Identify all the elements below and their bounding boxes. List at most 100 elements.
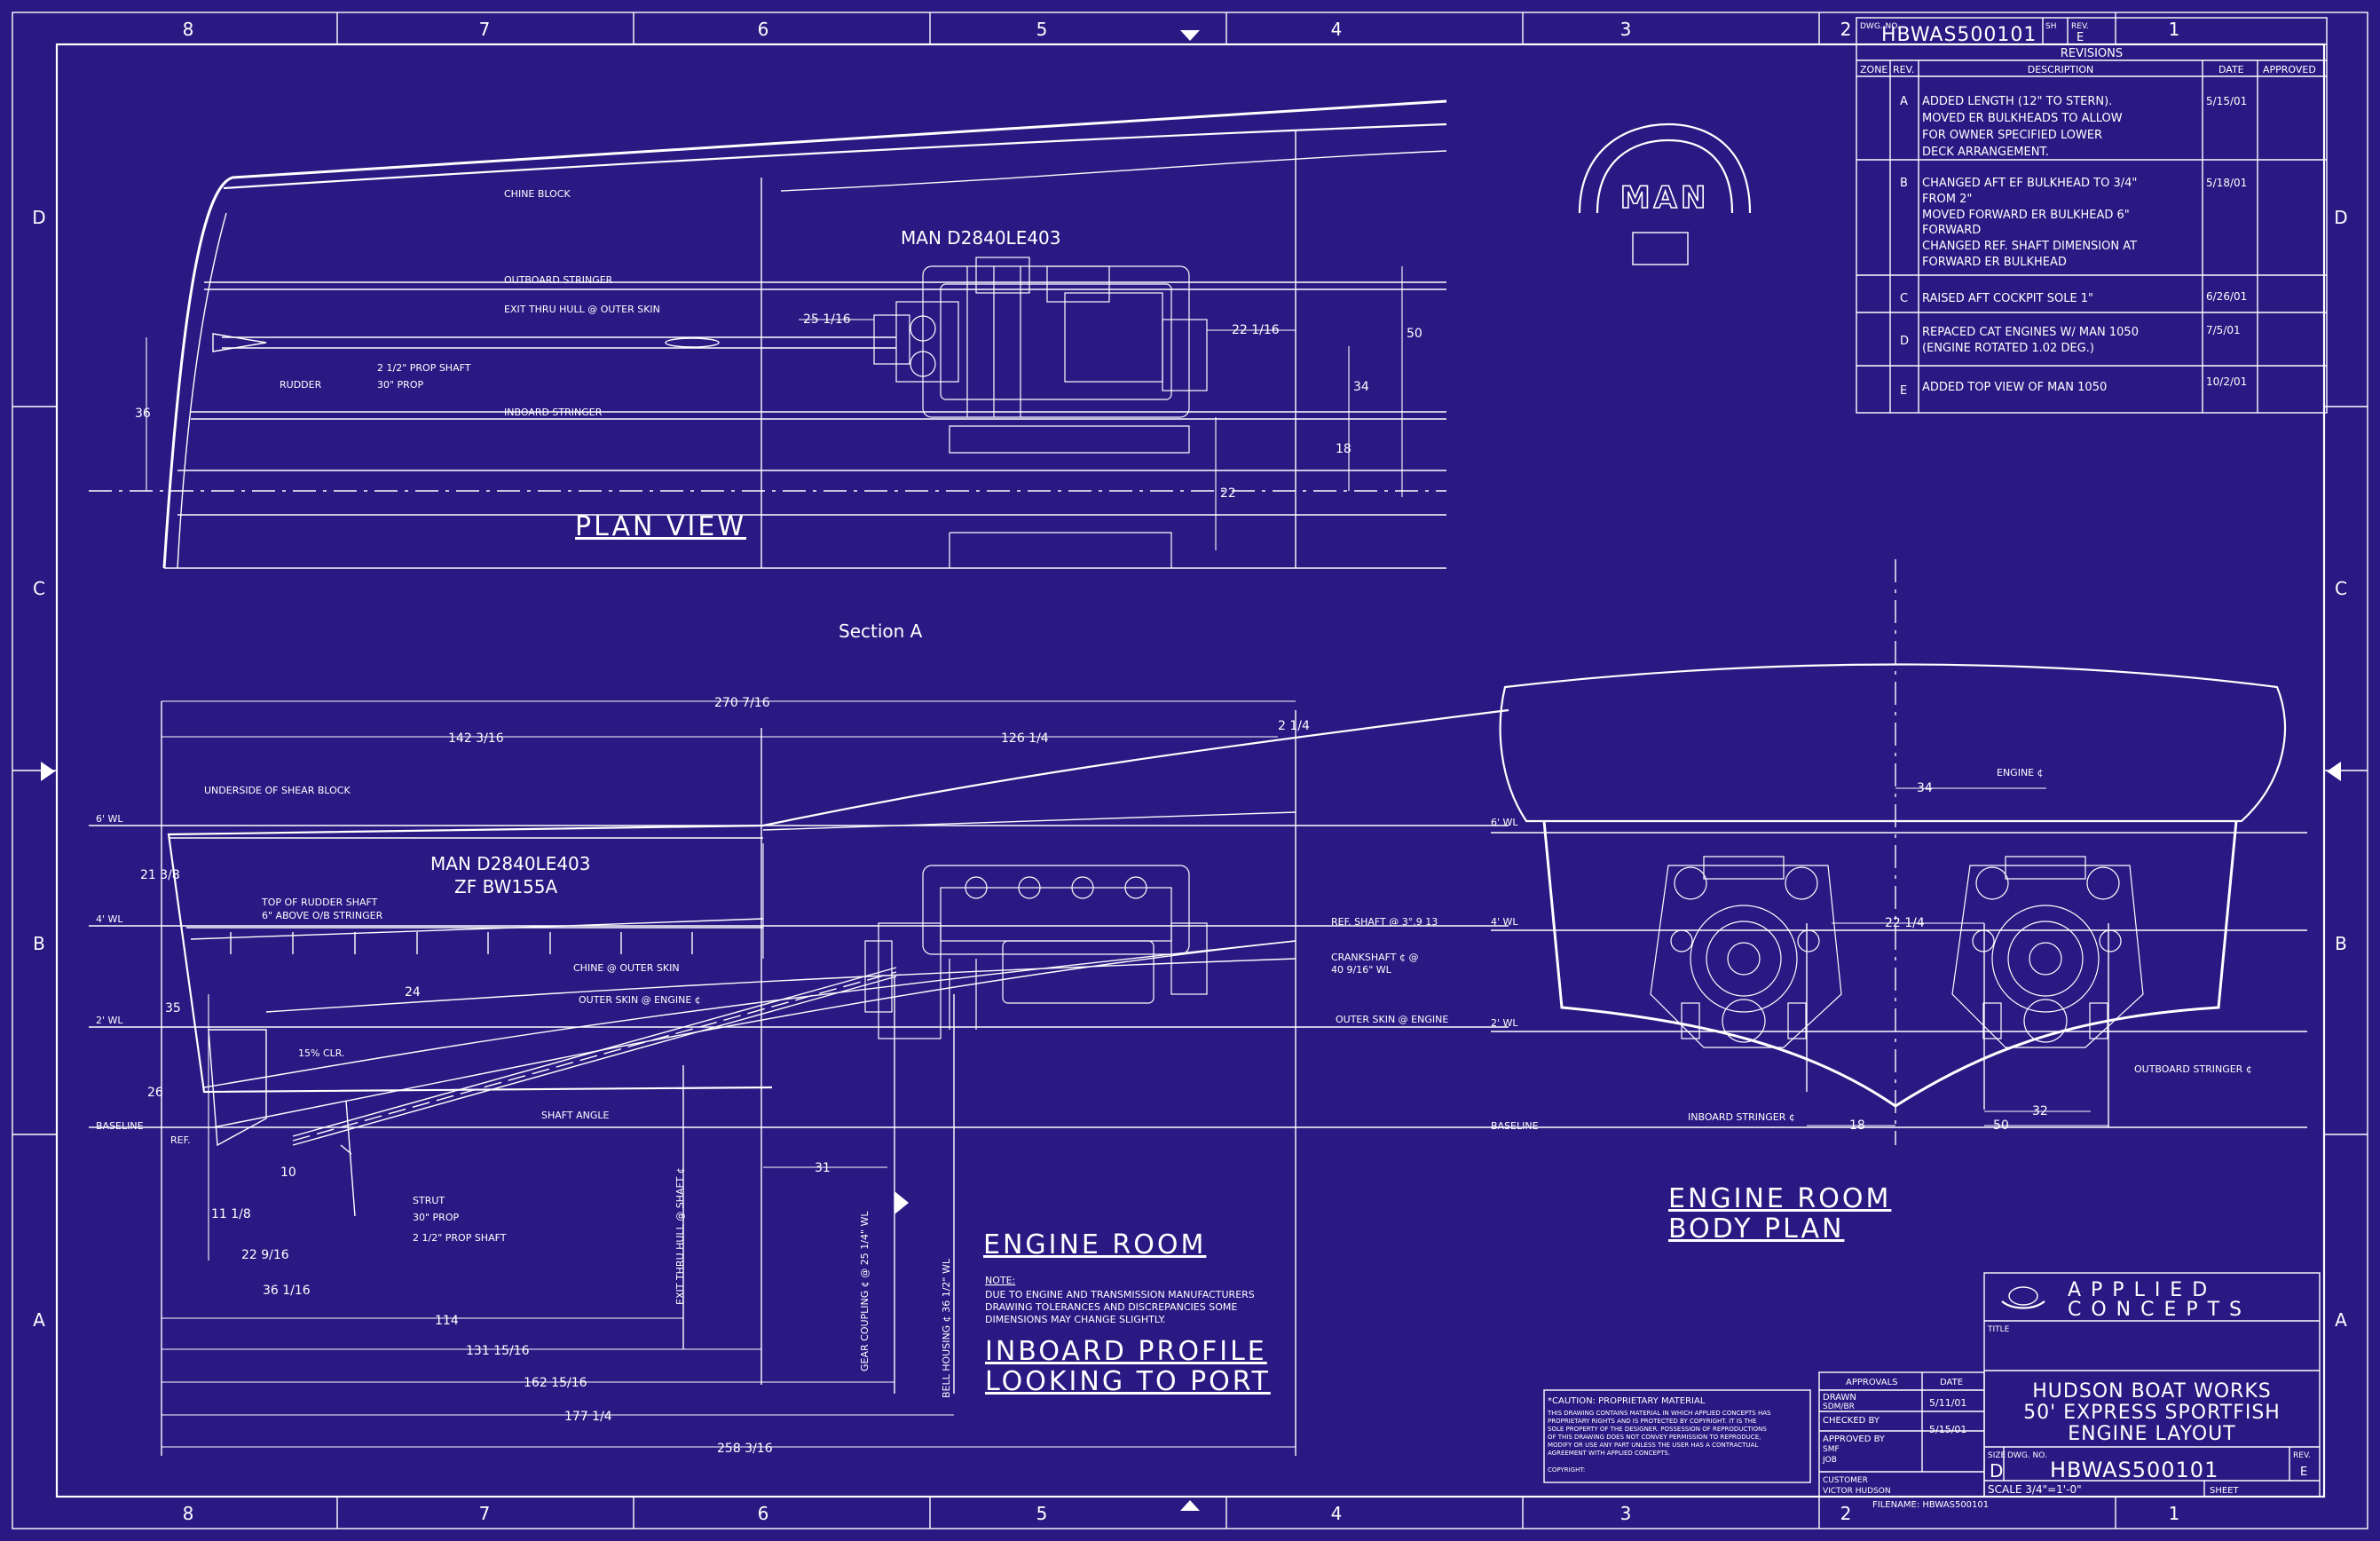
col-label-bottom: 1	[2169, 1503, 2180, 1524]
rev-header-rev: REV.	[1893, 64, 1914, 75]
body-wl: 2' WL	[1491, 1017, 1518, 1029]
note-line: DUE TO ENGINE AND TRANSMISSION MANUFACTU…	[985, 1289, 1255, 1300]
gear-model-label: ZF BW155A	[454, 876, 558, 897]
approved-by: SMF	[1823, 1445, 1840, 1454]
drawing-title: 50' EXPRESS SPORTFISH	[2023, 1402, 2281, 1424]
col-label-top: 1	[2169, 19, 2180, 40]
plan-view-labels: CHINE BLOCK OUTBOARD STRINGER INBOARD ST…	[135, 188, 1422, 542]
note-line: DRAWING TOLERANCES AND DISCREPANCIES SOM…	[985, 1301, 1237, 1313]
checked-label: CHECKED BY	[1823, 1416, 1880, 1426]
col-label-bottom: 5	[1036, 1503, 1048, 1524]
plan-dim: 18	[1336, 442, 1352, 456]
plan-dim: 22 1/16	[1232, 323, 1280, 337]
plan-engine-label: MAN D2840LE403	[901, 227, 1061, 249]
revisions-block	[1856, 17, 2328, 414]
drawn-label: DRAWN	[1823, 1393, 1856, 1403]
job-label: JOB	[1822, 1456, 1837, 1465]
rev-label-top: REV.	[2071, 22, 2089, 31]
rev-letter: E	[1900, 384, 1907, 398]
shaft-angle-label: SHAFT ANGLE	[541, 1110, 610, 1121]
revisions-text: DWG. NO. HBWAS500101 SH REV. E REVISIONS…	[1860, 22, 2316, 398]
customer-name: VICTOR HUDSON	[1823, 1487, 1891, 1496]
rev-letter: C	[1900, 292, 1908, 305]
drawing-title: ENGINE LAYOUT	[2068, 1423, 2235, 1445]
profile-dim: 258 3/16	[717, 1442, 773, 1456]
profile-dim: 2 1/4	[1278, 719, 1310, 733]
col-label-top: 8	[183, 19, 194, 40]
plan-exit-thru-hull: EXIT THRU HULL @ OUTER SKIN	[504, 304, 660, 315]
body-plan-labels: ENGINE ¢ 34 22 1/4 18 50 32 INBOARD STRI…	[1491, 767, 2252, 1245]
plan-prop-shaft: 2 1/2" PROP SHAFT	[377, 362, 471, 374]
body-plan-title: BODY PLAN	[1668, 1213, 1844, 1245]
engine-body-right	[1951, 856, 2144, 1048]
strut-label: STRUT	[413, 1195, 445, 1206]
underside-shear-label: UNDERSIDE OF SHEAR BLOCK	[204, 785, 351, 796]
col-label-bottom: 4	[1331, 1503, 1343, 1524]
rev-label-bottom: REV.	[2293, 1451, 2311, 1460]
chine-outer-label: CHINE @ OUTER SKIN	[573, 962, 680, 974]
approvals-label: APPROVALS	[1846, 1378, 1898, 1387]
col-label-bottom: 6	[758, 1503, 769, 1524]
row-label-right: D	[2334, 207, 2347, 228]
revisions-title: REVISIONS	[2061, 47, 2123, 60]
man-logo: MAN	[1578, 122, 1752, 265]
plan-dim: 34	[1353, 380, 1369, 394]
baseline-label: BASELINE	[96, 1120, 144, 1132]
engine-room-title: ENGINE ROOM	[983, 1229, 1206, 1260]
copyright-label: COPYRIGHT:	[1548, 1466, 1585, 1474]
dwg-no-bottom: HBWAS500101	[2050, 1458, 2218, 1482]
body-baseline: BASELINE	[1491, 1120, 1539, 1132]
row-label-right: C	[2335, 578, 2347, 599]
wl-label: 6' WL	[96, 813, 123, 825]
scale: SCALE 3/4"=1'-0"	[1988, 1483, 2082, 1496]
profile-dim: 26	[147, 1086, 163, 1100]
col-label-top: 3	[1620, 19, 1632, 40]
ref-label: REF.	[170, 1134, 191, 1146]
rev-desc-line: RAISED AFT COCKPIT SOLE 1"	[1922, 292, 2093, 305]
inboard-profile-title: LOOKING TO PORT	[985, 1366, 1271, 1397]
dwg-no-label: DWG. NO.	[1860, 22, 1900, 31]
rev-date: 10/2/01	[2206, 375, 2247, 388]
man-logo-text: MAN	[1620, 180, 1710, 216]
size-label: SIZE	[1988, 1451, 2006, 1460]
profile-dim: 114	[435, 1314, 459, 1328]
section-a-label: Section A	[839, 620, 923, 642]
caution-line: AGREEMENT WITH APPLIED CONCEPTS.	[1548, 1450, 1670, 1457]
profile-dim: 131 15/16	[466, 1344, 530, 1358]
inboard-profile-labels: Section A 6' WL 4' WL 2' WL BASELINE REF…	[96, 620, 1448, 1456]
col-label-top: 5	[1036, 19, 1048, 40]
rev-desc-line: MOVED FORWARD ER BULKHEAD 6"	[1922, 209, 2130, 222]
rev-desc-line: (ENGINE ROTATED 1.02 DEG.)	[1922, 342, 2094, 355]
rev-letter: D	[1900, 335, 1909, 348]
col-label-top: 4	[1331, 19, 1343, 40]
col-label-bottom: 8	[183, 1503, 194, 1524]
body-dim: 34	[1917, 781, 1933, 795]
caution-line: OF THIS DRAWING DOES NOT CONVEY PERMISSI…	[1548, 1434, 1761, 1441]
ref-shaft-label: REF. SHAFT @ 3°.9 13	[1331, 916, 1438, 928]
customer-label: CUSTOMER	[1823, 1476, 1868, 1485]
rev-date: 5/18/01	[2206, 177, 2247, 189]
plan-dim: 50	[1407, 327, 1422, 341]
rev-letter: A	[1900, 95, 1908, 108]
profile-dim: 22 9/16	[241, 1248, 289, 1262]
row-label-left: A	[33, 1309, 45, 1331]
top-rudder-label: 6" ABOVE O/B STRINGER	[262, 910, 383, 921]
filename: FILENAME: HBWAS500101	[1872, 1500, 1989, 1510]
plan-inboard-stringer: INBOARD STRINGER	[504, 407, 603, 418]
plan-outboard-stringer: OUTBOARD STRINGER	[504, 274, 613, 286]
outer-skin-engine-label: OUTER SKIN @ ENGINE	[1336, 1014, 1448, 1025]
col-label-bottom: 7	[479, 1503, 491, 1524]
inboard-profile-title: INBOARD PROFILE	[985, 1336, 1267, 1367]
note-head: NOTE:	[985, 1275, 1015, 1286]
checked-date: 5/15/01	[1929, 1424, 1966, 1435]
rev-desc-line: FROM 2"	[1922, 193, 1972, 206]
col-label-top: 6	[758, 19, 769, 40]
rev-desc-line: FOR OWNER SPECIFIED LOWER	[1922, 129, 2102, 142]
drawn-by: SDM/BR	[1823, 1403, 1855, 1411]
prop-shaft-label: 2 1/2" PROP SHAFT	[413, 1232, 507, 1244]
col-label-top: 2	[1840, 19, 1852, 40]
rev-bottom: E	[2300, 1466, 2307, 1479]
body-plan	[1491, 559, 2307, 1145]
caution-line: MODIFY OR USE ANY PART UNLESS THE USER H…	[1548, 1442, 1758, 1449]
